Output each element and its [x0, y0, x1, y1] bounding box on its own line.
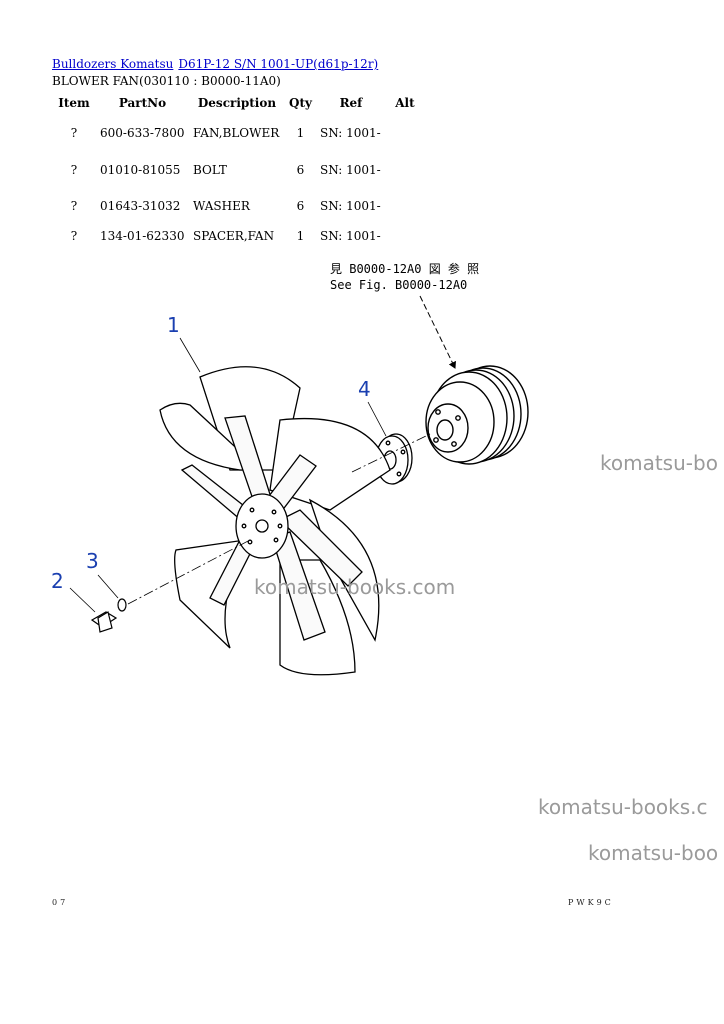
cell-qty: 1	[296, 126, 305, 140]
callout-arrow	[419, 295, 456, 369]
cell-ref: SN: 1001-	[319, 163, 381, 177]
footer-right-code: PWK9C	[568, 898, 614, 907]
table-row: ? 01643-31032 WASHER 6 SN: 1001-	[52, 188, 424, 224]
breadcrumb: Bulldozers Komatsu D61P-12 S/N 1001-UP(d6…	[52, 57, 378, 72]
cell-partno: 134-01-62330	[100, 229, 185, 243]
cell-description: WASHER	[193, 199, 250, 213]
header-partno: PartNo	[118, 96, 167, 110]
cell-alt	[386, 114, 424, 152]
footer-left-code: 07	[52, 898, 69, 907]
header-qty: Qty	[289, 96, 312, 110]
cell-alt	[386, 188, 424, 224]
breadcrumb-link-category[interactable]: Bulldozers Komatsu	[52, 57, 174, 71]
watermark-right-top: komatsu-bo	[600, 451, 718, 475]
diagram-label-3: 3	[86, 549, 99, 573]
header-alt: Alt	[395, 96, 415, 110]
cell-partno: 600-633-7800	[100, 126, 185, 140]
fan-drawing	[159, 366, 391, 676]
watermark-center: komatsu-books.com	[254, 575, 456, 599]
parts-table: Item PartNo Description Qty Ref Alt ? 60…	[52, 92, 424, 248]
cell-partno: 01643-31032	[100, 199, 181, 213]
cell-partno: 01010-81055	[100, 163, 181, 177]
table-row: ? 600-633-7800 FAN,BLOWER 1 SN: 1001-	[52, 114, 424, 152]
cell-item: ?	[70, 199, 78, 213]
diagram-label-1: 1	[167, 313, 180, 337]
cell-qty: 6	[296, 163, 305, 177]
cell-description: SPACER,FAN	[193, 229, 275, 243]
pulley-drawing	[425, 365, 529, 465]
cell-ref: SN: 1001-	[319, 126, 381, 140]
washer-drawing	[117, 598, 127, 612]
cell-alt	[386, 152, 424, 188]
bolt-drawing	[90, 611, 118, 633]
cell-item: ?	[70, 126, 78, 140]
page-subtitle: BLOWER FAN(030110 : B0000-11A0)	[52, 74, 281, 88]
cell-ref: SN: 1001-	[319, 199, 381, 213]
watermark-right-bottom: komatsu-boo	[588, 841, 719, 865]
cell-ref: SN: 1001-	[319, 229, 381, 243]
table-row: ? 134-01-62330 SPACER,FAN 1 SN: 1001-	[52, 224, 424, 248]
watermark-right-mid: komatsu-books.c	[538, 795, 708, 819]
parts-diagram: 見 B0000-12A0 図 参 照 See Fig. B0000-12A0	[51, 261, 529, 676]
cell-description: BOLT	[193, 163, 227, 177]
table-header-row: Item PartNo Description Qty Ref Alt	[52, 92, 424, 114]
header-ref: Ref	[339, 96, 363, 110]
table-row: ? 01010-81055 BOLT 6 SN: 1001-	[52, 152, 424, 188]
cell-qty: 6	[296, 199, 305, 213]
diagram-label-2: 2	[51, 569, 64, 593]
cell-qty: 1	[296, 229, 305, 243]
callout-text-jp: 見 B0000-12A0 図 参 照	[330, 261, 479, 276]
header-item: Item	[58, 96, 90, 110]
cell-item: ?	[70, 163, 78, 177]
leader-lines	[69, 337, 431, 613]
header-description: Description	[197, 96, 277, 110]
diagram-label-4: 4	[358, 377, 371, 401]
cell-description: FAN,BLOWER	[193, 126, 280, 140]
callout-text-en: See Fig. B0000-12A0	[330, 278, 467, 292]
cell-item: ?	[70, 229, 78, 243]
breadcrumb-link-model[interactable]: D61P-12 S/N 1001-UP(d61p-12r)	[178, 57, 379, 71]
